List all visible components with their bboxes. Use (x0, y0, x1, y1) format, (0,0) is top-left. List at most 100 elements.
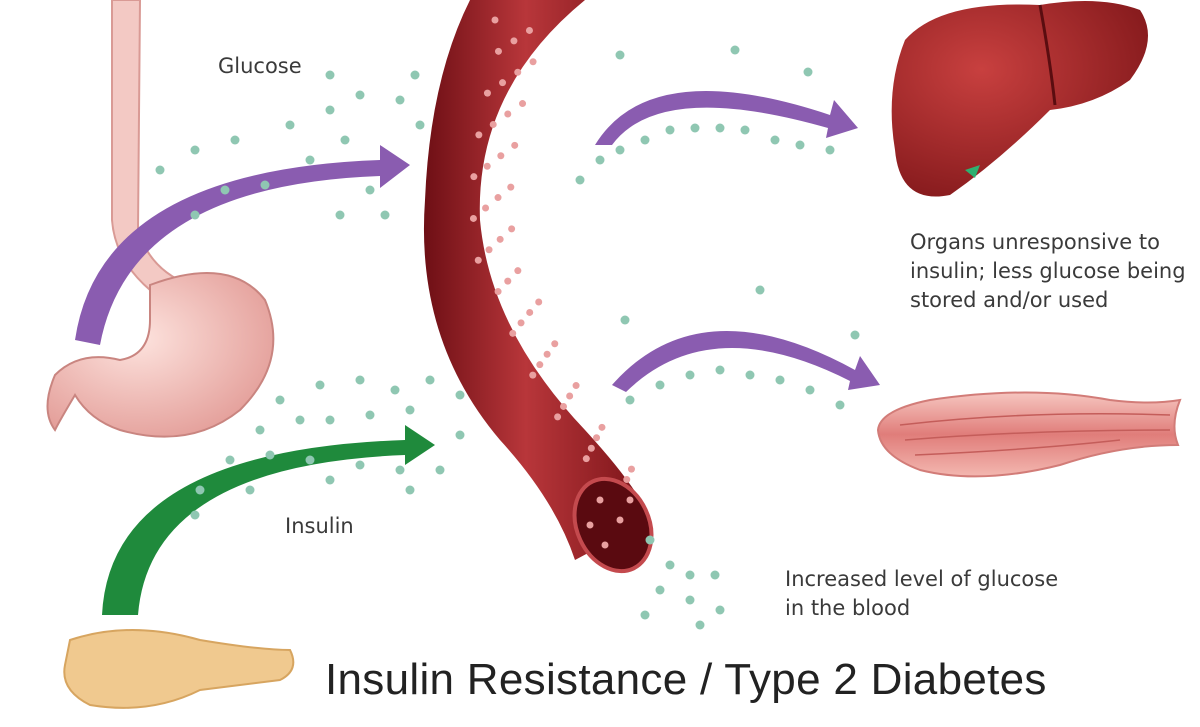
glucose-dot (475, 131, 483, 139)
glucose-dot (489, 120, 497, 128)
glucose-dot (543, 350, 551, 358)
glucose-dot (655, 585, 665, 595)
organs-label: Organs unresponsive to insulin; less glu… (910, 230, 1186, 312)
glucose-dot (850, 330, 860, 340)
arrow-to-muscle (612, 330, 880, 392)
glucose-dot (325, 70, 335, 80)
glucose-dot (470, 173, 478, 181)
glucose-dot (730, 45, 740, 55)
glucose-dot (572, 382, 580, 390)
glucose-dot (405, 485, 415, 495)
blood-vessel-icon (423, 0, 654, 574)
glucose-dot (355, 375, 365, 385)
glucose-dot (770, 135, 780, 145)
glucose-dot (245, 485, 255, 495)
glucose-dot (455, 390, 465, 400)
glucose-label: Glucose (218, 54, 302, 78)
glucose-dot (380, 210, 390, 220)
glucose-dot (405, 405, 415, 415)
glucose-dot (395, 465, 405, 475)
glucose-dot (190, 510, 200, 520)
glucose-dot (395, 95, 405, 105)
glucose-dot (365, 185, 375, 195)
glucose-dot (499, 79, 507, 87)
glucose-dot (295, 415, 305, 425)
glucose-dot (593, 434, 601, 442)
glucose-arrow (75, 145, 410, 345)
glucose-dot (551, 340, 559, 348)
glucose-dot (340, 135, 350, 145)
glucose-dot (525, 26, 533, 34)
glucose-dot (835, 400, 845, 410)
glucose-dot (365, 410, 375, 420)
glucose-dot (715, 123, 725, 133)
glucose-dot (526, 308, 534, 316)
glucose-dot (535, 298, 543, 306)
glucose-dot (494, 194, 502, 202)
glucose-dot (745, 370, 755, 380)
glucose-dot (225, 455, 235, 465)
glucose-dot (265, 450, 275, 460)
glucose-dot (685, 570, 695, 580)
glucose-dot (554, 413, 562, 421)
liver-icon (891, 1, 1148, 197)
glucose-dot (626, 496, 634, 504)
glucose-dot (529, 58, 537, 66)
glucose-dot (695, 620, 705, 630)
glucose-dot (510, 37, 518, 45)
muscle-icon (876, 391, 1182, 478)
glucose-dot (640, 135, 650, 145)
glucose-dot (325, 475, 335, 485)
glucose-dot (665, 125, 675, 135)
glucose-dot (425, 375, 435, 385)
glucose-dot (260, 180, 270, 190)
glucose-dot (496, 235, 504, 243)
glucose-dot (390, 385, 400, 395)
glucose-dot (483, 89, 491, 97)
glucose-dot (410, 70, 420, 80)
glucose-dot (469, 214, 477, 222)
glucose-dot (620, 315, 630, 325)
glucose-dot (355, 90, 365, 100)
glucose-dot (685, 595, 695, 605)
glucose-dot (582, 455, 590, 463)
glucose-dot (155, 165, 165, 175)
glucose-dot (275, 395, 285, 405)
glucose-dot (497, 152, 505, 160)
glucose-dot (803, 67, 813, 77)
glucose-dot (190, 145, 200, 155)
glucose-dot (795, 140, 805, 150)
glucose-dot (586, 521, 594, 529)
glucose-dot (566, 392, 574, 400)
glucose-dot (623, 476, 631, 484)
glucose-dot (474, 256, 482, 264)
glucose-dot (482, 204, 490, 212)
glucose-dot (511, 141, 519, 149)
arrow-to-liver (595, 91, 858, 145)
glucose-dot (519, 100, 527, 108)
glucose-dot (595, 155, 605, 165)
glucose-dot (598, 423, 606, 431)
glucose-dot (685, 370, 695, 380)
glucose-dot (494, 288, 502, 296)
glucose-dot (483, 162, 491, 170)
insulin-label: Insulin (285, 514, 354, 538)
glucose-dot (504, 110, 512, 118)
glucose-dot (615, 50, 625, 60)
glucose-dot (514, 267, 522, 275)
glucose-dot (435, 465, 445, 475)
glucose-dot (305, 155, 315, 165)
glucose-dot (285, 120, 295, 130)
glucose-dot (529, 371, 537, 379)
blood-glucose-label: Increased level of glucose in the blood (785, 567, 1059, 620)
glucose-dot (715, 365, 725, 375)
glucose-dot (740, 125, 750, 135)
glucose-dot (504, 277, 512, 285)
glucose-dot (491, 16, 499, 24)
pancreas-icon (63, 629, 295, 709)
glucose-dot (640, 610, 650, 620)
glucose-dot (560, 402, 568, 410)
glucose-dot (587, 444, 595, 452)
glucose-dot (355, 460, 365, 470)
